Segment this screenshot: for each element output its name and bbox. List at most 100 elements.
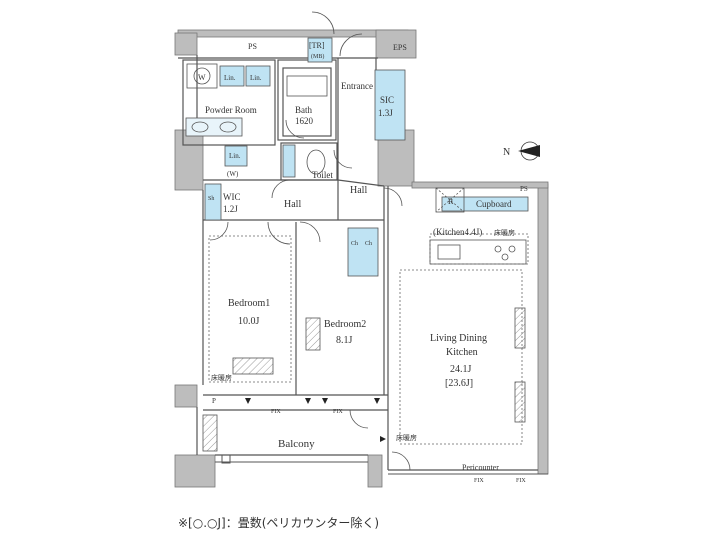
floor-unit-ldk-2 xyxy=(514,381,526,423)
fridge-label: R xyxy=(448,197,454,206)
sink-2 xyxy=(219,121,237,133)
ps-right-label: PS xyxy=(520,185,528,193)
wic-door xyxy=(209,221,229,241)
closet-shelves xyxy=(347,227,379,277)
shelf-label: Sh xyxy=(208,196,214,202)
door-swings xyxy=(209,11,411,471)
linen-label-3: Lin. xyxy=(229,152,241,160)
washer-label: W xyxy=(198,73,206,82)
balcony-rail xyxy=(215,454,548,475)
p-mark: P xyxy=(212,397,216,405)
vanity xyxy=(185,117,243,137)
ps-top-label: PS xyxy=(248,42,257,51)
linen-cabinet-3 xyxy=(224,145,248,167)
ldk-size-alt: [23.6J] xyxy=(445,378,473,389)
floor-unit-bedroom xyxy=(232,357,274,375)
fix-label-1: FIX xyxy=(271,409,281,415)
linen-cabinet-1 xyxy=(219,65,245,87)
burner-3 xyxy=(501,253,509,261)
column-left-lower xyxy=(174,384,198,408)
fix-label-4: FIX xyxy=(516,478,526,484)
bedroom1-size: 10.0J xyxy=(238,316,260,327)
floor-unit-bedroom2 xyxy=(305,317,321,351)
wall-top xyxy=(177,29,409,38)
toilet-bowl xyxy=(306,149,326,175)
footnote: ※[○.○J]：畳数(ペリカウンター除く) xyxy=(178,516,380,530)
ldk-label-2: Kitchen xyxy=(446,347,478,358)
toilet-tank xyxy=(282,144,296,178)
kitchen-label: (Kitchen4.4J) xyxy=(433,227,482,237)
kitchen-sink xyxy=(437,244,461,260)
entrance-label: Entrance xyxy=(341,81,373,91)
burner-2 xyxy=(508,245,516,253)
eps-label: EPS xyxy=(393,43,407,52)
shoe-closet xyxy=(374,69,406,141)
bath-door xyxy=(285,119,305,139)
bedroom1-door xyxy=(267,221,291,245)
room-labels: PS [TR] (MB) EPS W Lin. Lin. Entrance Ba… xyxy=(198,41,528,484)
fix-label-2: FIX xyxy=(333,409,343,415)
sink-1 xyxy=(191,121,209,133)
powder-room-label: Powder Room xyxy=(205,105,257,115)
linen-cabinet-2 xyxy=(245,65,271,87)
washing-machine xyxy=(186,63,218,89)
linen-label-1: Lin. xyxy=(224,74,236,82)
fixtures xyxy=(204,37,529,277)
bedroom1-label: Bedroom1 xyxy=(228,298,270,309)
floor-heating-label-1: 床暖房 xyxy=(494,228,515,237)
column-bottom-left xyxy=(174,454,216,488)
bath-label: Bath xyxy=(295,105,312,115)
sic-label: SIC xyxy=(380,95,394,105)
washing-machine-drum xyxy=(193,67,211,85)
linen-label-2: Lin. xyxy=(250,74,262,82)
toilet-door xyxy=(333,149,353,169)
hall-left-label: Hall xyxy=(284,199,301,210)
burner-1 xyxy=(494,245,502,253)
wic-storage xyxy=(204,183,222,221)
cupboard xyxy=(441,196,529,212)
floor-unit-ldk-1 xyxy=(514,307,526,349)
closet-label-1: Ch xyxy=(351,241,358,247)
column-bottom-mid xyxy=(367,454,383,488)
ldk-balcony-door xyxy=(391,451,411,471)
hall-door-1 xyxy=(271,179,291,199)
wic-label: WIC xyxy=(223,192,241,202)
wall-kitchen-top xyxy=(411,181,549,189)
kitchen-counter xyxy=(429,239,527,265)
column-left-upper xyxy=(174,129,204,191)
hall-right-label: Hall xyxy=(350,185,367,196)
ldk-door xyxy=(383,187,403,207)
north-compass: N xyxy=(503,141,540,161)
wic-w-label: (W) xyxy=(227,170,239,178)
closet-label-2: Ch xyxy=(365,241,372,247)
ldk-size: 24.1J xyxy=(450,364,472,375)
bedroom2-label: Bedroom2 xyxy=(324,319,366,330)
kitchen-fixtures xyxy=(429,187,527,265)
fix-label-3: FIX xyxy=(474,478,484,484)
pericounter-label: Pericounter xyxy=(462,463,499,472)
north-label: N xyxy=(503,147,510,158)
entrance-door xyxy=(339,33,363,57)
balcony-label: Balcony xyxy=(278,438,315,450)
refrigerator-space xyxy=(435,187,465,213)
sliding-markers xyxy=(245,398,386,442)
ldk-label-1: Living Dining xyxy=(430,333,487,344)
floor-heating-label-3: 床暖房 xyxy=(396,433,417,442)
wic-size: 1.2J xyxy=(223,204,238,214)
bath-size: 1620 xyxy=(295,116,314,126)
sic-size: 1.3J xyxy=(378,108,393,118)
tr-label: [TR] xyxy=(309,41,325,50)
wall-right xyxy=(537,183,549,475)
column-top-left xyxy=(174,32,198,56)
mb-label: (MB) xyxy=(311,53,324,60)
tr-door xyxy=(311,11,335,35)
balcony-door xyxy=(349,409,369,429)
column-top-right xyxy=(375,29,417,59)
tr-mb-box xyxy=(307,37,333,63)
bedroom2-size: 8.1J xyxy=(336,335,353,346)
window-units xyxy=(202,307,526,452)
bathtub xyxy=(286,75,328,97)
balcony-unit xyxy=(202,414,218,452)
